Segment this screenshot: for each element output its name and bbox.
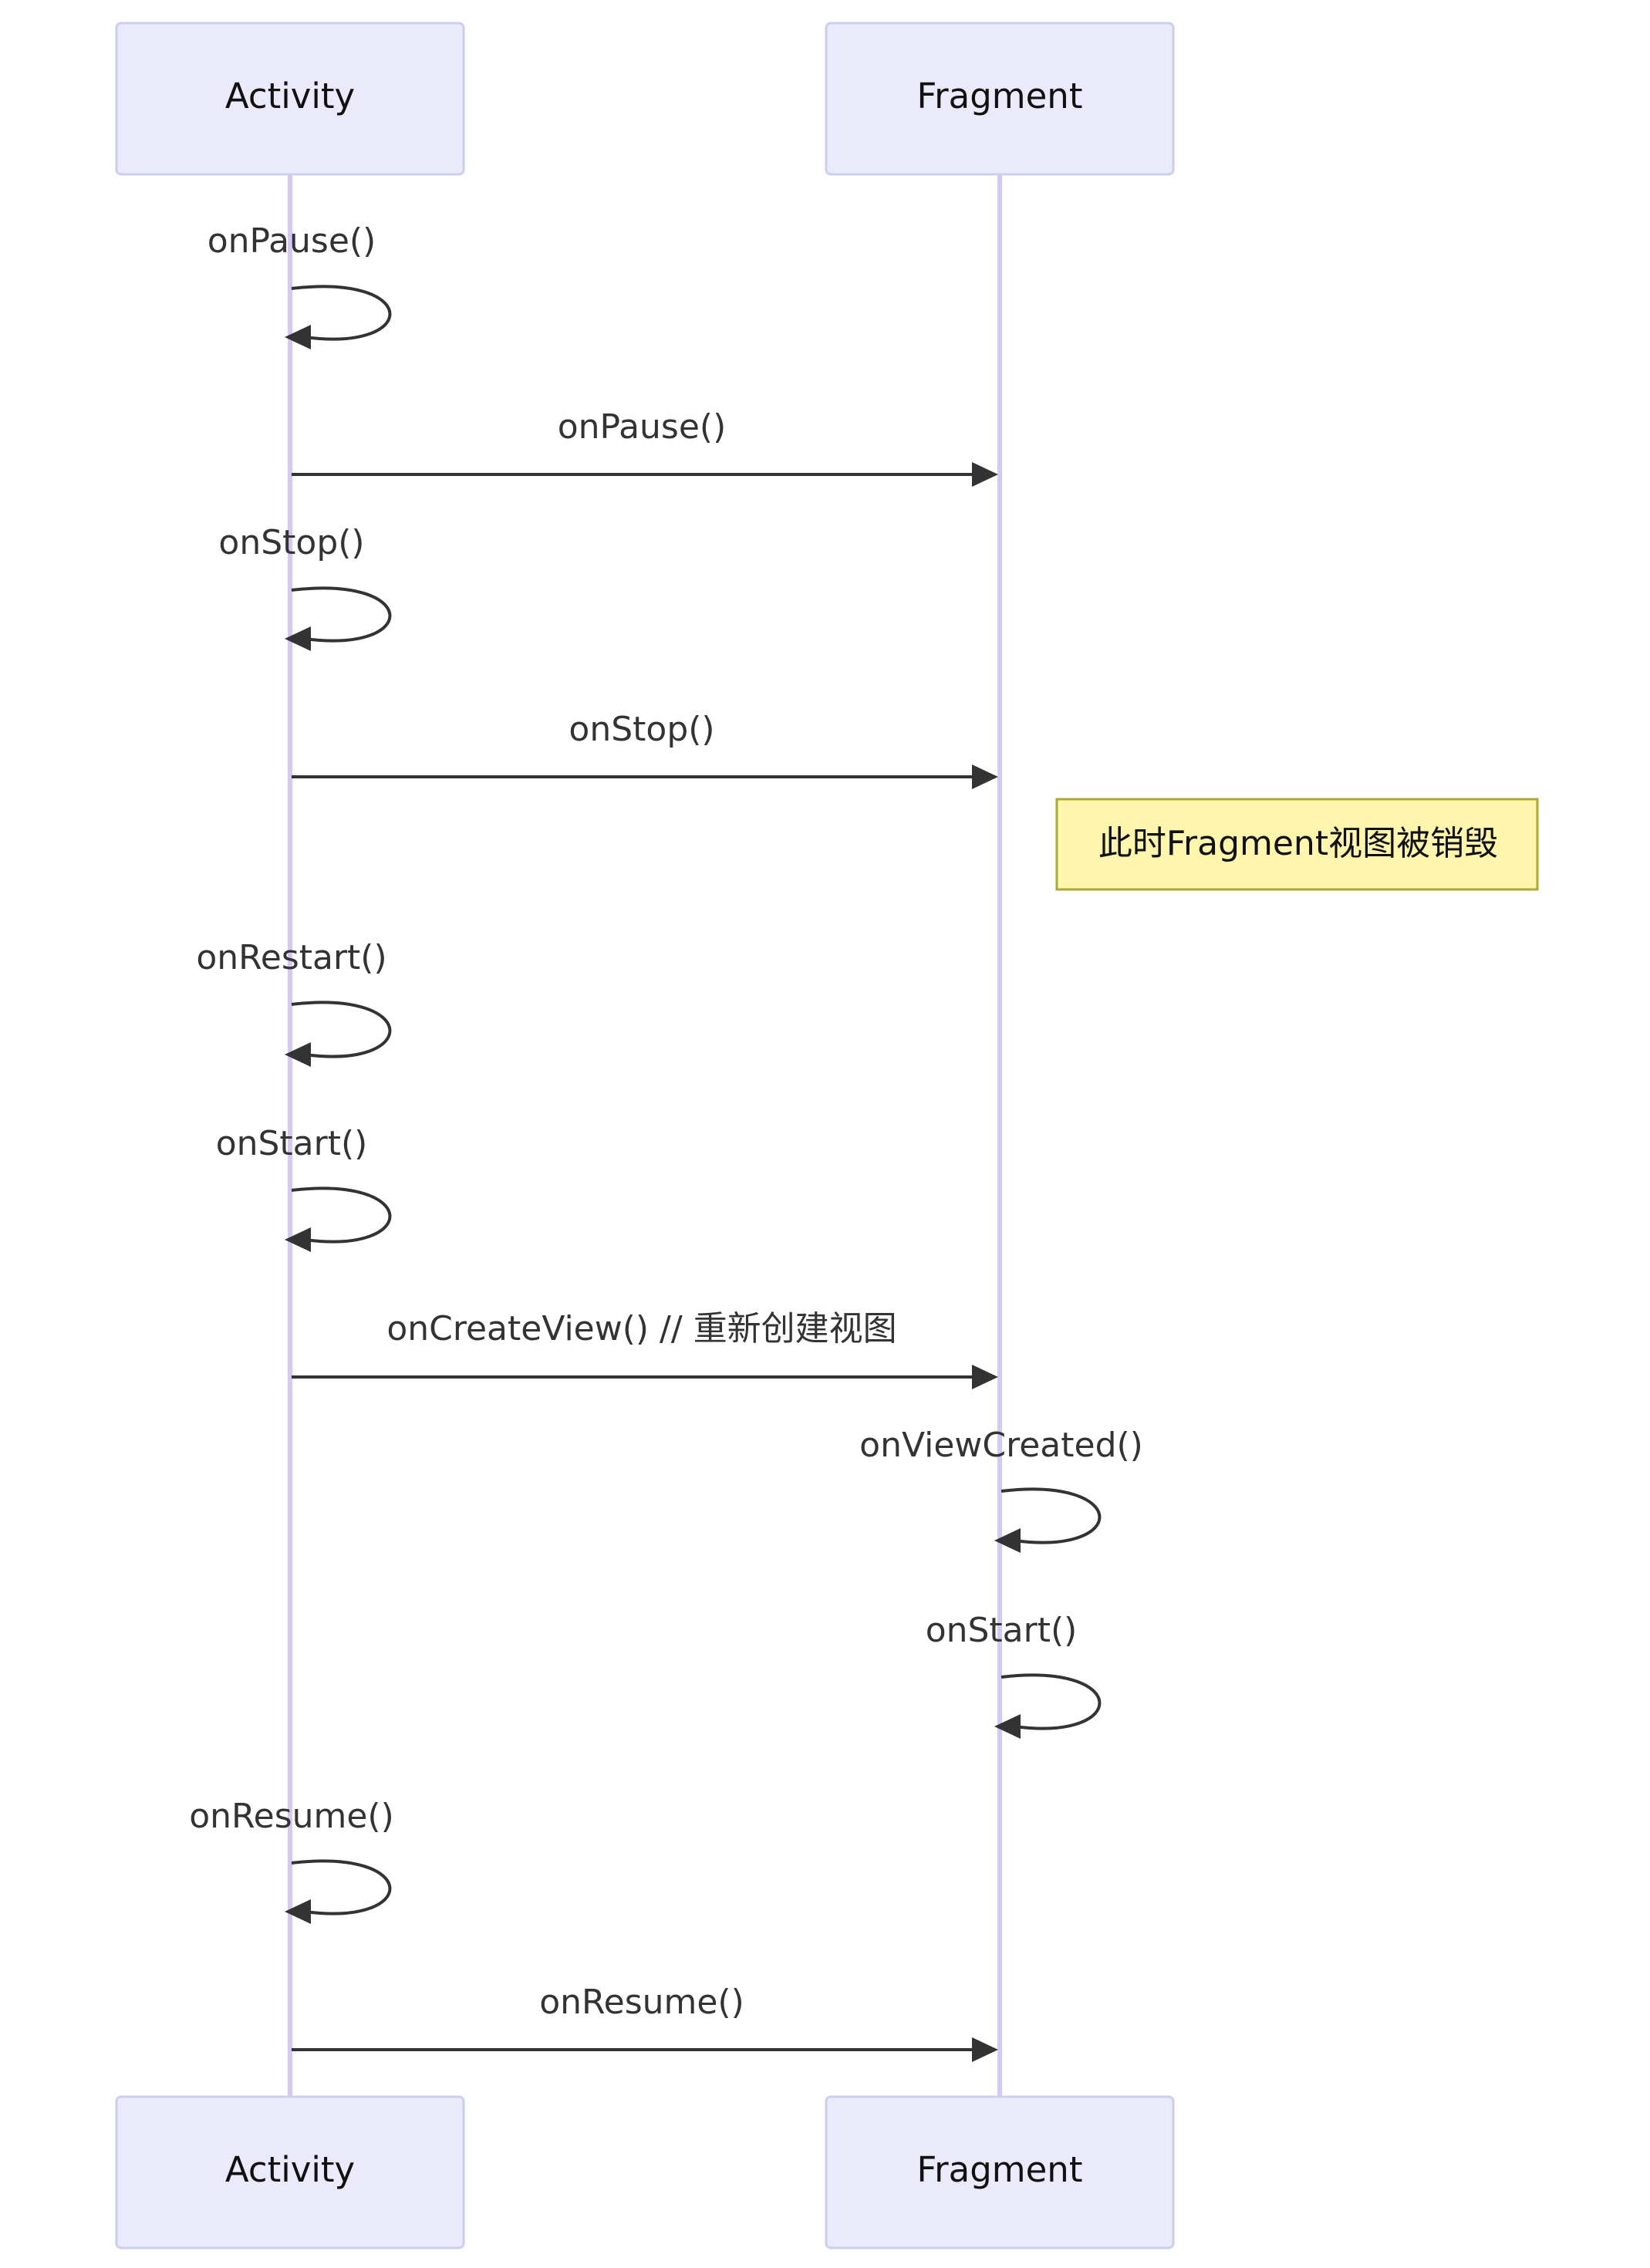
note-fragment-view-destroyed: 此时Fragment视图被销毁	[1055, 798, 1539, 891]
message-self-fragment-onviewcreated: onViewCreated()	[859, 1426, 1143, 1553]
actor-fragment-bottom: Fragment	[825, 2095, 1175, 2249]
message-self-activity-onpause: onPause()	[208, 221, 392, 349]
message-self-activity-onstart: onStart()	[216, 1124, 392, 1252]
message-label: onViewCreated()	[859, 1426, 1143, 1465]
message-label: onStart()	[216, 1124, 368, 1163]
message-label: onResume()	[539, 1983, 744, 2022]
message-label: onStop()	[569, 710, 714, 749]
actor-activity-bottom: Activity	[115, 2095, 465, 2249]
message-self-activity-onresume: onResume()	[189, 1797, 394, 1924]
message-label: onResume()	[189, 1797, 394, 1836]
message-activity-to-fragment-onpause: onPause()	[292, 407, 998, 487]
message-self-activity-onrestart: onRestart()	[196, 938, 392, 1067]
message-self-activity-onstop: onStop()	[218, 523, 392, 651]
actor-fragment-bottom-label: Fragment	[917, 2149, 1083, 2190]
message-activity-to-fragment-oncreateview: onCreateView() // 重新创建视图	[292, 1309, 998, 1389]
actor-fragment-top-label: Fragment	[917, 76, 1083, 116]
message-label: onStop()	[218, 523, 364, 562]
message-activity-to-fragment-onstop: onStop()	[292, 710, 998, 789]
actor-activity-top-label: Activity	[225, 76, 355, 116]
message-label: onCreateView() // 重新创建视图	[386, 1309, 896, 1348]
message-label: onStart()	[926, 1611, 1078, 1650]
message-activity-to-fragment-onresume: onResume()	[292, 1983, 998, 2062]
message-label: onPause()	[558, 407, 727, 447]
actor-activity-top: Activity	[115, 22, 465, 176]
actor-fragment-top: Fragment	[825, 22, 1175, 176]
message-label: onRestart()	[196, 938, 386, 977]
message-self-fragment-onstart: onStart()	[926, 1611, 1102, 1739]
message-label: onPause()	[208, 221, 376, 261]
note-text: 此时Fragment视图被销毁	[1098, 824, 1498, 863]
actor-activity-bottom-label: Activity	[225, 2149, 355, 2190]
